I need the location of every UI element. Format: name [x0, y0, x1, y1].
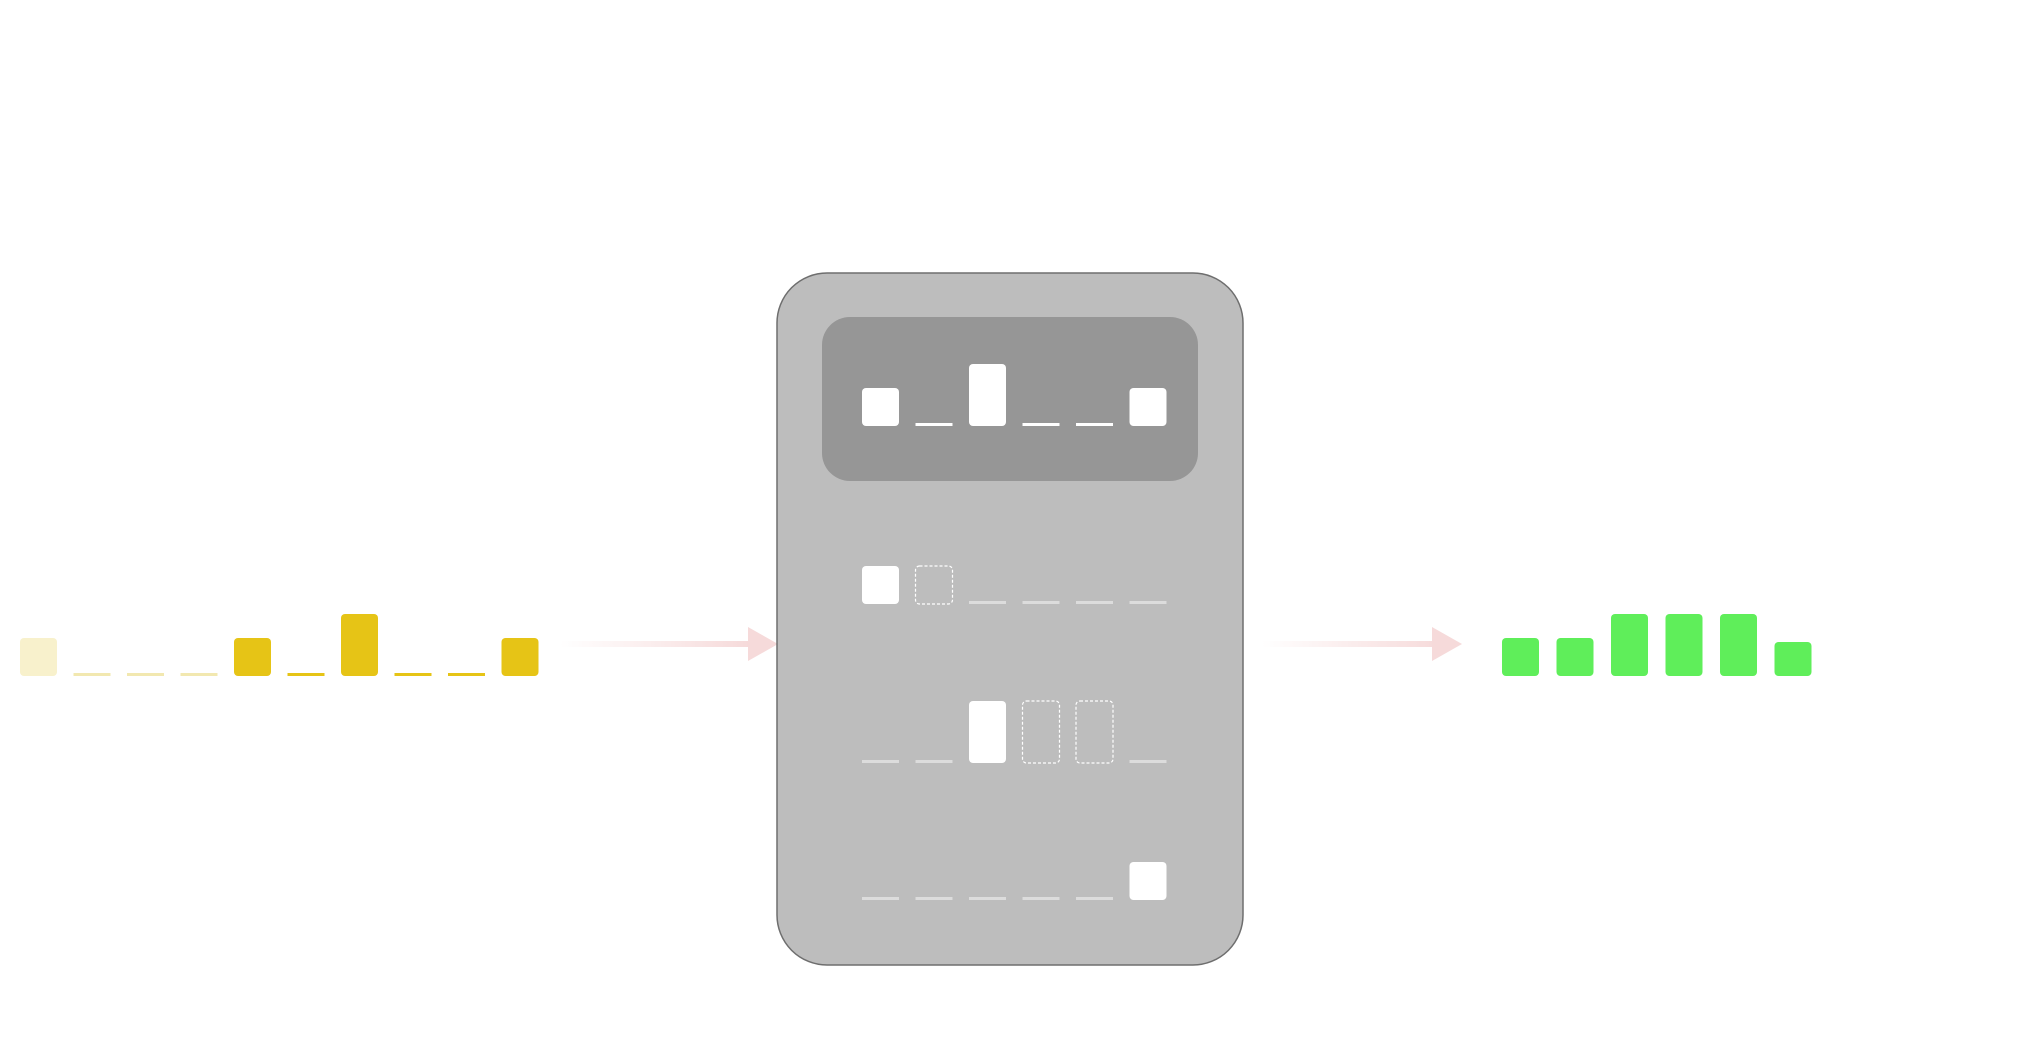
- processor-token-gap: [969, 897, 1006, 900]
- processor-token-gap: [915, 760, 953, 763]
- processor-token-gap: [915, 897, 953, 900]
- header-token-block: [1129, 388, 1167, 426]
- processor-token-gap: [969, 601, 1006, 604]
- input-token-block: [501, 638, 539, 676]
- input-token-block: [20, 638, 57, 676]
- processor-token-placeholder: [1075, 700, 1114, 764]
- processor-token-block: [969, 701, 1006, 763]
- input-sequence: [20, 614, 539, 676]
- output-token-block: [1665, 614, 1703, 676]
- input-token-gap: [448, 673, 485, 676]
- output-token-block: [1720, 614, 1757, 676]
- processor-token-block: [1129, 862, 1167, 900]
- output-token-block: [1556, 638, 1594, 676]
- output-arrow: [1262, 627, 1462, 661]
- input-token-gap: [127, 673, 164, 676]
- processor-token-gap: [1076, 601, 1113, 604]
- header-token-gap: [1076, 423, 1113, 426]
- output-sequence: [1502, 614, 1812, 676]
- header-token-block: [969, 364, 1006, 426]
- input-token-gap: [180, 673, 218, 676]
- processor-token-gap: [1129, 601, 1167, 604]
- input-token-gap: [394, 673, 432, 676]
- processor-token-gap: [862, 760, 899, 763]
- input-arrow: [560, 627, 778, 661]
- input-token-gap: [73, 673, 111, 676]
- processor-header-panel: [822, 317, 1198, 481]
- processor-token-gap: [862, 897, 899, 900]
- output-token-block: [1611, 614, 1648, 676]
- processor-token-gap: [1076, 897, 1113, 900]
- output-token-block: [1774, 642, 1812, 676]
- input-token-gap: [287, 673, 325, 676]
- processor-token-gap: [1022, 601, 1060, 604]
- processor-token-placeholder: [1021, 700, 1061, 764]
- processor-token-gap: [1129, 760, 1167, 763]
- header-token-block: [862, 388, 899, 426]
- processor-panel: [776, 272, 1244, 966]
- input-token-block: [234, 638, 271, 676]
- output-token-block: [1502, 638, 1539, 676]
- processor-token-placeholder: [914, 565, 954, 605]
- header-token-gap: [915, 423, 953, 426]
- processor-token-gap: [1022, 897, 1060, 900]
- processor-token-block: [862, 566, 899, 604]
- header-token-gap: [1022, 423, 1060, 426]
- input-token-block: [341, 614, 378, 676]
